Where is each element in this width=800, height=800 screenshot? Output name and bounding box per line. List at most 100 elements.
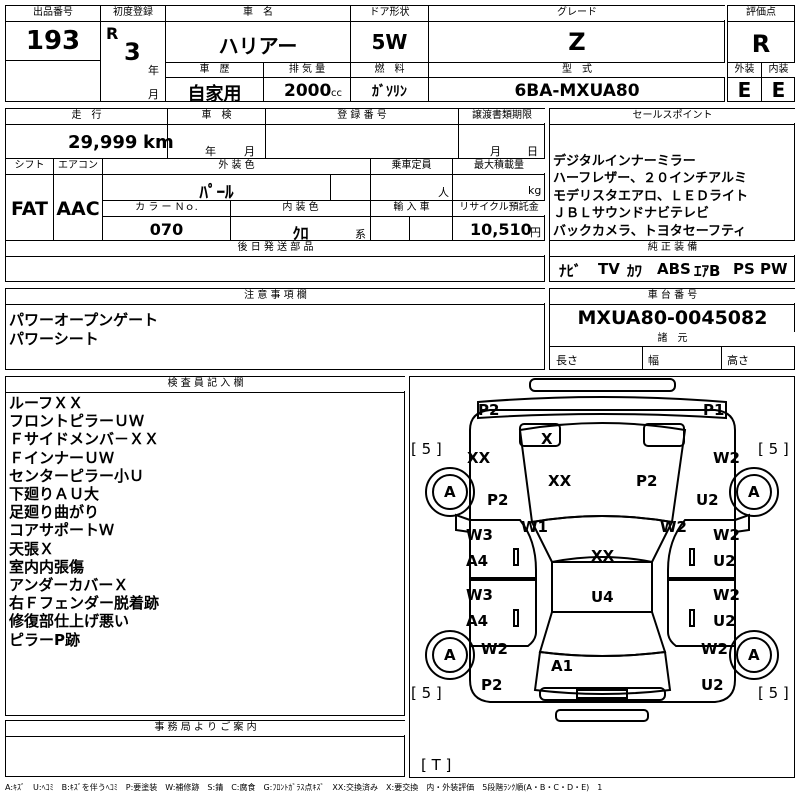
- inspector-note: ＦインナーＵＷ: [9, 448, 115, 467]
- dmg-rear-left-fender: W2: [481, 640, 508, 658]
- note-1: パワーオープンゲート: [9, 311, 159, 329]
- chassis-number: MXUA80-0045082: [577, 307, 768, 329]
- shift-label: シフト: [6, 159, 53, 173]
- notes-panel: [5, 288, 545, 370]
- sales-point-2: ハーフレザー、２０インチアルミ: [553, 171, 747, 186]
- equip-airbag: ｴｱB: [694, 262, 721, 280]
- inspection-year-unit: 年: [205, 145, 216, 158]
- shift: FAT: [11, 198, 48, 220]
- dmg-left-front-pillar: W1: [521, 518, 548, 536]
- dmg-front-right-wheel: A: [748, 483, 760, 501]
- inspector-label: 検 査 員 記 入 欄: [6, 377, 405, 391]
- listing-grid: [5, 5, 725, 102]
- capacity-unit: 人: [438, 186, 449, 199]
- inspector-panel: [5, 376, 405, 716]
- inspector-note: センターピラー小Ｕ: [9, 466, 145, 485]
- fuel-label: 燃 料: [351, 63, 428, 77]
- office-panel: [5, 720, 405, 777]
- era: R: [106, 24, 119, 43]
- damage-diagram: [409, 376, 795, 778]
- inspector-note: 足廻り曲がり: [9, 503, 100, 522]
- dmg-right-front-door-lower: U2: [713, 552, 736, 570]
- equip-pw: PW: [760, 260, 788, 278]
- first-reg-label: 初度登録: [101, 6, 165, 20]
- inspector-notes: ルーフＸＸ フロントピラーＵＷ Ｆサイドメンバ－ＸＸ ＦインナーＵＷ センターピ…: [9, 394, 159, 649]
- sales-points-label: セールスポイント: [550, 109, 795, 123]
- dmg-front-left-wheel: A: [444, 483, 456, 501]
- dmg-rear-left-wheel: A: [444, 646, 456, 664]
- dmg-front-grille: X: [541, 430, 553, 448]
- note-2: パワーシート: [9, 330, 99, 348]
- exterior-label: 外装: [728, 63, 761, 77]
- mileage: 29,999: [68, 132, 138, 153]
- grade: Z: [568, 28, 586, 56]
- year-unit: 年: [148, 64, 159, 77]
- width-label: 幅: [648, 354, 659, 367]
- sales-point-1: デジタルインナーミラー: [553, 154, 696, 169]
- interior-grade: E: [771, 78, 786, 102]
- inspection-month-unit: 月: [244, 145, 255, 158]
- equip-navi: ﾅﾋﾞ: [559, 262, 582, 280]
- length-label: 長さ: [556, 354, 578, 367]
- later-parts-label: 後 日 発 送 部 品: [6, 241, 545, 255]
- transfer-month: 月: [490, 145, 501, 158]
- displacement: 2000: [284, 81, 332, 101]
- score-label: 評価点: [728, 6, 794, 20]
- recycle-unit: 円: [530, 226, 541, 239]
- dmg-trunk: A1: [551, 657, 574, 675]
- inspector-note: 右Ｆフェンダー脱着跡: [9, 594, 160, 613]
- dmg-hood-left: XX: [548, 472, 572, 490]
- dmg-hood-right: P2: [636, 472, 658, 490]
- door-type: 5W: [371, 30, 408, 54]
- office-label: 事 務 局 よ り ご 案 内: [6, 721, 405, 735]
- transfer-day: 日: [527, 145, 538, 158]
- dmg-rear-bumper-right: U2: [701, 676, 724, 694]
- inspector-note: 修復部仕上げ悪い: [9, 612, 130, 631]
- inspection-label: 車 検: [168, 109, 265, 123]
- history-label: 車 歴: [166, 63, 263, 77]
- inspector-note: フロントピラーＵＷ: [9, 412, 145, 431]
- dmg-rear-right-wheel: A: [748, 646, 760, 664]
- reg-year: 3: [124, 38, 141, 66]
- car-name: ハリアー: [218, 34, 298, 58]
- notes-label: 注 意 事 項 欄: [6, 289, 545, 303]
- color-label: 外 装 色: [103, 159, 370, 173]
- sales-points-panel: [549, 108, 795, 282]
- dmg-right-front-pillar: W2: [660, 518, 687, 536]
- displacement-unit: cc: [331, 88, 342, 99]
- inspector-note: ピラーP跡: [9, 630, 80, 649]
- equipment-label: 純 正 装 備: [550, 241, 795, 255]
- tire-rear-left: [ 5 ]: [411, 684, 442, 702]
- inspector-note: Ｆサイドメンバ－ＸＸ: [9, 430, 160, 449]
- dmg-rear-bumper-left: P2: [481, 676, 503, 694]
- color-no: 070: [149, 220, 184, 239]
- dmg-rear-right-fender: W2: [701, 640, 728, 658]
- dmg-left-rear-door-lower: A4: [466, 612, 489, 630]
- equip-leather: ｶﾜ: [627, 262, 643, 280]
- name-label: 車 名: [166, 6, 350, 20]
- equip-abs: ABS: [657, 260, 691, 278]
- inspector-note: ルーフＸＸ: [9, 394, 84, 412]
- dims-label: 諸 元: [550, 332, 795, 346]
- dmg-left-a-pillar: P2: [487, 491, 509, 509]
- history: 自家用: [187, 84, 242, 105]
- mileage-label: 走 行: [6, 109, 167, 123]
- dmg-right-front-door-upper: W2: [713, 526, 740, 544]
- model-code: 6BA-MXUA80: [514, 81, 640, 101]
- lot-label: 出品番号: [6, 6, 100, 20]
- dmg-rear-window: U4: [591, 588, 614, 606]
- lot-number: 193: [25, 26, 81, 56]
- interior-color: ｸﾛ: [292, 224, 309, 243]
- int-color-label: 内 装 色: [231, 201, 370, 215]
- grade-label: グレード: [429, 6, 725, 20]
- displacement-label: 排 気 量: [264, 63, 350, 77]
- score: R: [751, 30, 771, 58]
- dmg-right-rear-door-lower: U2: [713, 612, 736, 630]
- dmg-left-front-door-upper: W3: [466, 526, 493, 544]
- model-label: 型 式: [429, 63, 725, 77]
- sales-point-3: モデリスタエアロ、ＬＥＤライト: [553, 189, 749, 204]
- exterior-grade: E: [737, 78, 752, 102]
- recycle-fee: 10,510: [470, 220, 532, 239]
- tire-front-right: [ 5 ]: [758, 440, 789, 458]
